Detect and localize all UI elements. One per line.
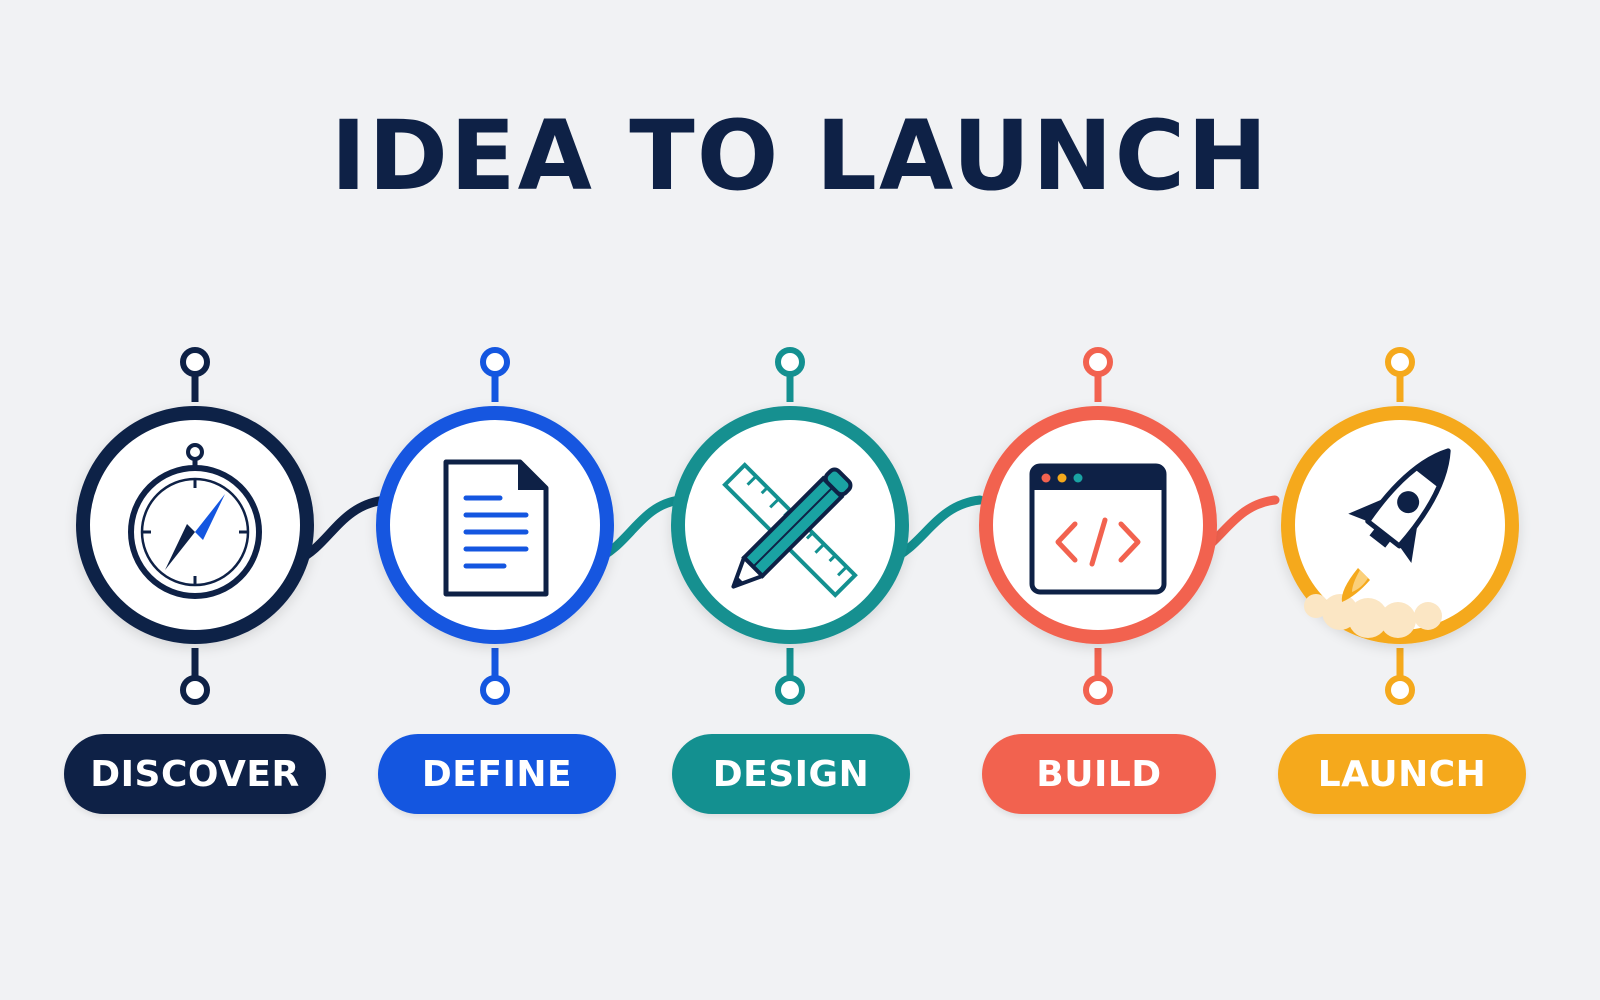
compass-icon bbox=[128, 443, 262, 599]
top-node bbox=[480, 347, 510, 377]
top-node bbox=[180, 347, 210, 377]
top-node bbox=[1083, 347, 1113, 377]
bottom-node bbox=[480, 675, 510, 705]
bottom-node bbox=[1083, 675, 1113, 705]
step-launch bbox=[1281, 347, 1519, 705]
step-define bbox=[376, 347, 614, 705]
page-title: IDEA TO LAUNCH bbox=[330, 100, 1270, 212]
step-label-launch: LAUNCH bbox=[1278, 734, 1526, 814]
step-label-build: BUILD bbox=[982, 734, 1216, 814]
document-icon bbox=[443, 459, 549, 597]
pencil-ruler-icon bbox=[722, 462, 858, 598]
top-node bbox=[1385, 347, 1415, 377]
step-discover bbox=[76, 347, 314, 705]
bottom-node bbox=[1385, 675, 1415, 705]
code-window-icon bbox=[1029, 463, 1167, 595]
step-build bbox=[979, 347, 1217, 705]
step-label-discover: DISCOVER bbox=[64, 734, 326, 814]
step-label-define: DEFINE bbox=[378, 734, 616, 814]
bottom-node bbox=[180, 675, 210, 705]
bottom-node bbox=[775, 675, 805, 705]
rocket-icon bbox=[1304, 448, 1451, 638]
step-design bbox=[671, 347, 909, 705]
step-label-design: DESIGN bbox=[672, 734, 910, 814]
top-node bbox=[775, 347, 805, 377]
